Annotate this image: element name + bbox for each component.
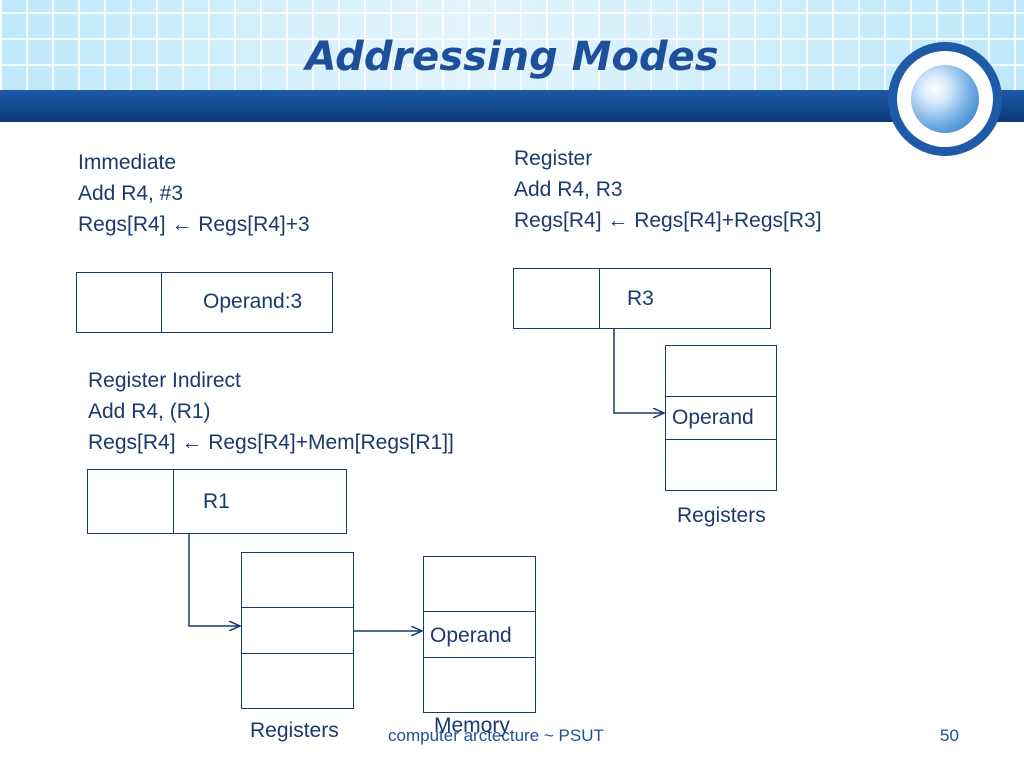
register-heading: Register [514,147,593,170]
memory-operand-label: Operand [430,624,512,647]
header-band [0,90,1024,122]
register-indirect-opcode-field [87,469,175,534]
register-indirect-semantics: Regs[R4] ← Regs[R4]+Mem[Regs[R1]] [88,431,454,454]
register-operand-label: Operand [672,406,754,429]
page-number: 50 [940,726,959,745]
memory-cell-operand [423,611,536,659]
memory-label: Memory [434,714,510,737]
globe-logo [888,42,1002,156]
indirect-registers-cell-bottom [241,653,354,709]
register-indirect-address-field [173,469,347,534]
register-file-label: Registers [677,504,766,527]
register-indirect-field-label: R1 [203,490,230,513]
immediate-heading: Immediate [78,151,177,174]
memory-cell-bottom [423,657,536,713]
indirect-register-pointer-arrow [188,534,240,626]
indirect-registers-label: Registers [250,719,339,742]
register-file-cell-bottom [665,439,777,491]
memory-cell-top [423,556,536,613]
indirect-registers-cell-top [241,552,354,609]
indirect-registers-cell-middle [241,607,354,655]
register-semantics: Regs[R4] ← Regs[R4]+Regs[R3] [514,209,822,232]
register-file-cell-operand [665,396,777,441]
register-description: Register Add R4, R3 Regs[R4] ← Regs[R4]+… [514,143,822,236]
immediate-opcode-field [76,272,163,333]
register-address-field [599,268,771,329]
globe-icon [911,65,979,133]
immediate-operand-label: Operand:3 [203,290,303,313]
header-grid-background [0,0,1024,92]
slide-title: Addressing Modes [305,34,719,80]
register-field-label: R3 [627,287,654,310]
register-indirect-instruction: Add R4, (R1) [88,400,211,423]
immediate-semantics: Regs[R4] ← Regs[R4]+3 [78,213,310,236]
register-instruction: Add R4, R3 [514,178,623,201]
register-indirect-description: Register Indirect Add R4, (R1) Regs[R4] … [88,365,454,458]
immediate-instruction: Add R4, #3 [78,182,184,205]
footer-text: computer arctecture ~ PSUT [388,726,604,745]
register-indirect-heading: Register Indirect [88,369,241,392]
immediate-operand-field [161,272,333,333]
register-pointer-arrow [613,329,664,413]
immediate-description: Immediate Add R4, #3 Regs[R4] ← Regs[R4]… [78,147,310,240]
